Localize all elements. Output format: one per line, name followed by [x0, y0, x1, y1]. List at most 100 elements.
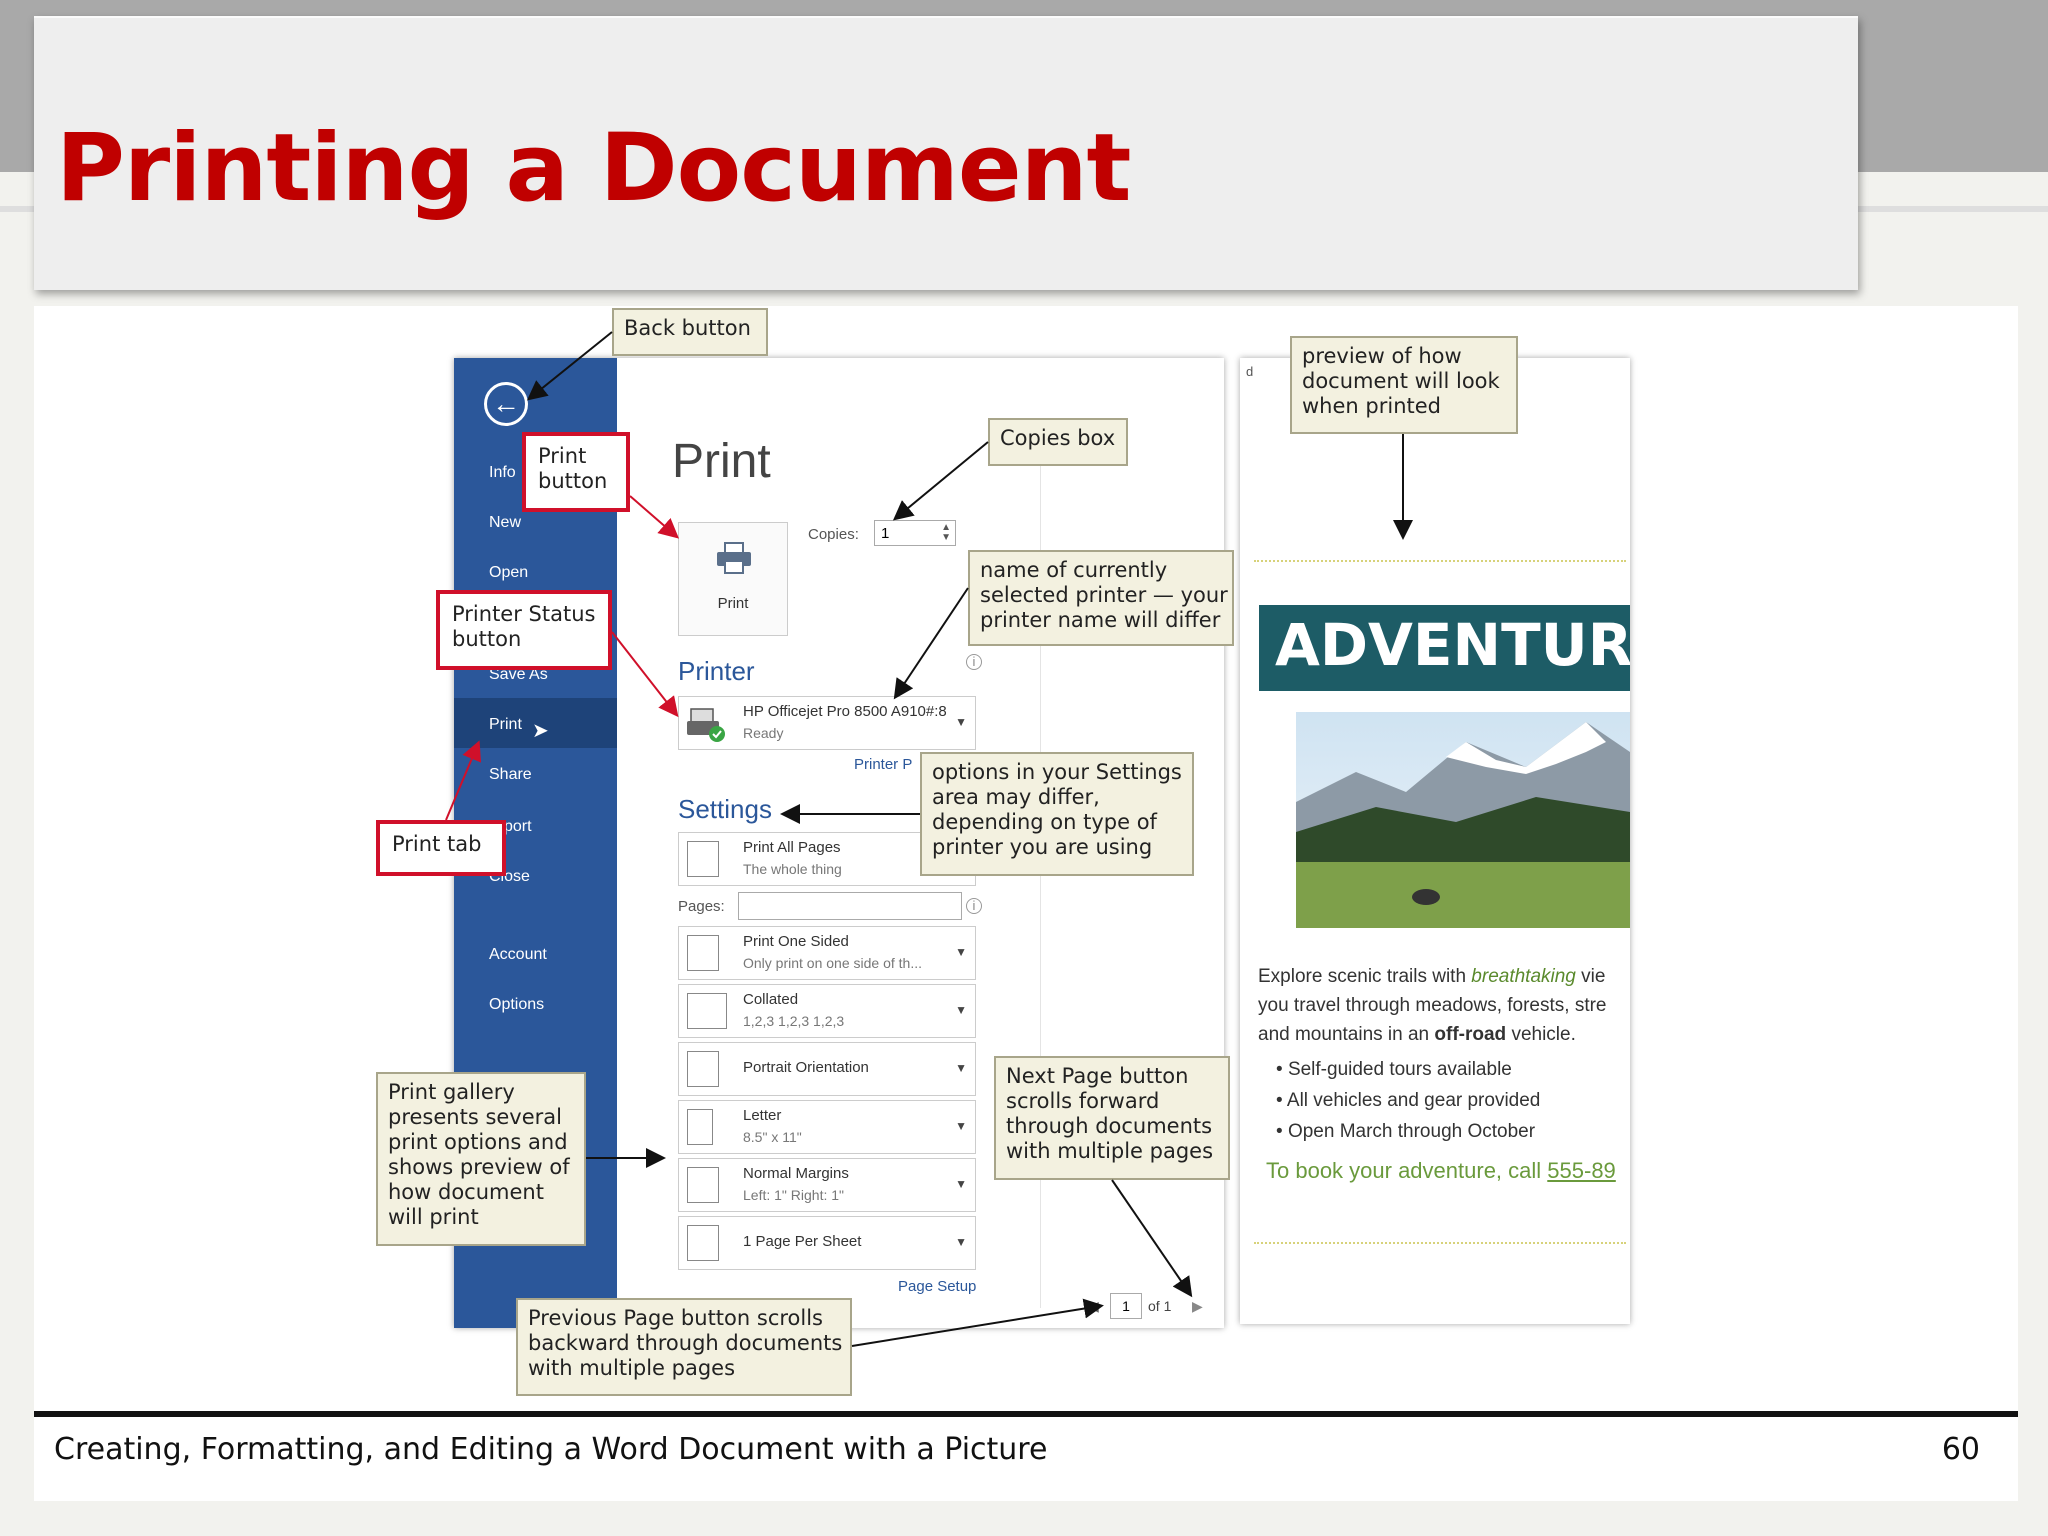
printer-select[interactable]: HP Officejet Pro 8500 A910#:8 Ready ▼ [678, 696, 976, 750]
preview-description: Explore scenic trails with breathtaking … [1258, 962, 1630, 1049]
chevron-down-icon: ▼ [955, 945, 967, 959]
printer-info-icon[interactable]: i [966, 654, 982, 670]
nav-item-share[interactable]: Share [489, 766, 532, 783]
setting-line1: Letter [743, 1107, 782, 1124]
slide-number: 60 [1941, 1432, 1980, 1467]
paper-icon [687, 1109, 713, 1145]
footer-text: Creating, Formatting, and Editing a Word… [54, 1432, 1048, 1467]
nav-print-highlight [454, 698, 617, 748]
bullet-item: • All vehicles and gear provided [1276, 1090, 1541, 1111]
desc-text: Explore scenic trails with [1258, 966, 1472, 987]
setting-line2: 1,2,3 1,2,3 1,2,3 [743, 1013, 845, 1029]
chevron-down-icon: ▼ [955, 1235, 967, 1249]
setting-line2: 8.5" x 11" [743, 1129, 802, 1145]
callout-print-tab: Print tab [376, 820, 506, 876]
nav-item-print[interactable]: Print [489, 716, 522, 733]
callout-back-button: Back button [612, 308, 768, 356]
callout-copies-box: Copies box [988, 418, 1128, 466]
one-sided-icon [687, 935, 719, 971]
pages-per-sheet-select[interactable]: 1 Page Per Sheet ▼ [678, 1216, 976, 1270]
desc-text: you travel through meadows, forests, str… [1258, 995, 1607, 1016]
pages-input[interactable] [738, 892, 962, 920]
copies-label: Copies: [808, 526, 859, 543]
setting-line1: Portrait Orientation [743, 1059, 869, 1076]
setting-line1: 1 Page Per Sheet [743, 1233, 862, 1250]
back-arrow-icon[interactable]: ← [484, 382, 528, 426]
nav-item-export[interactable]: port [504, 818, 532, 835]
printer-name: HP Officejet Pro 8500 A910#:8 [743, 703, 947, 720]
mouse-cursor-icon: ➤ [532, 720, 549, 742]
pages-per-sheet-icon [687, 1225, 719, 1261]
page-count: of 1 [1148, 1298, 1172, 1314]
pages-label: Pages: [678, 898, 725, 915]
printer-properties-link[interactable]: Printer P [854, 756, 913, 773]
copies-value: 1 [881, 525, 890, 542]
printer-status-icon[interactable] [685, 705, 727, 743]
cta-phone: 555-89 [1547, 1158, 1616, 1183]
footer [34, 1417, 2018, 1501]
bullet-item: • Self-guided tours available [1276, 1059, 1512, 1080]
desc-emphasis: breathtaking [1471, 966, 1576, 987]
title-panel: Printing a Document [34, 16, 1858, 290]
desc-text: vehicle. [1506, 1024, 1576, 1045]
dotted-rule [1254, 1242, 1626, 1244]
current-page-input[interactable]: 1 [1110, 1293, 1142, 1319]
pages-icon [687, 841, 719, 877]
setting-line2: Only print on one side of th... [743, 955, 922, 971]
nav-item-save-as[interactable]: Save As [489, 666, 548, 683]
desc-text: and mountains in an [1258, 1024, 1435, 1045]
nav-item-options[interactable]: Options [489, 996, 545, 1013]
chevron-down-icon: ▼ [955, 1177, 967, 1191]
setting-line2: Left: 1" Right: 1" [743, 1187, 844, 1203]
previous-page-icon[interactable]: ◀ [1088, 1298, 1099, 1314]
nav-item-open[interactable]: Open [489, 564, 529, 581]
chevron-down-icon: ▼ [955, 1119, 967, 1133]
margins-select[interactable]: Normal Margins Left: 1" Right: 1" ▼ [678, 1158, 976, 1212]
pages-info-icon[interactable]: i [966, 898, 982, 914]
nav-item-account[interactable]: Account [489, 946, 547, 963]
copies-input[interactable]: 1 ▲▼ [874, 520, 956, 546]
printer-icon [717, 542, 751, 574]
paper-size-select[interactable]: Letter 8.5" x 11" ▼ [678, 1100, 976, 1154]
desc-text: vie [1575, 966, 1606, 987]
setting-line1: Print One Sided [743, 933, 849, 950]
next-page-icon[interactable]: ▶ [1192, 1298, 1203, 1314]
footer-rule [34, 1411, 2018, 1417]
cta-text: To book your adventure, call [1266, 1158, 1548, 1183]
desc-bold: off-road [1434, 1024, 1507, 1045]
setting-line1: Normal Margins [743, 1165, 849, 1182]
spinner-arrows-icon[interactable]: ▲▼ [941, 522, 951, 543]
chevron-down-icon: ▼ [955, 715, 967, 729]
orientation-select[interactable]: Portrait Orientation ▼ [678, 1042, 976, 1096]
sides-select[interactable]: Print One Sided Only print on one side o… [678, 926, 976, 980]
collated-icon [687, 993, 727, 1029]
preview-corner-letter: d [1246, 364, 1254, 379]
nav-item-new[interactable]: New [489, 514, 522, 531]
slide-title: Printing a Document [56, 114, 1131, 223]
settings-heading: Settings [678, 794, 772, 824]
page-setup-link[interactable]: Page Setup [898, 1278, 977, 1295]
collation-select[interactable]: Collated 1,2,3 1,2,3 1,2,3 ▼ [678, 984, 976, 1038]
nav-item-info[interactable]: Info [489, 464, 516, 481]
setting-line1: Collated [743, 991, 799, 1008]
printer-heading: Printer [678, 656, 755, 686]
printer-status: Ready [743, 725, 784, 741]
print-heading: Print [672, 435, 771, 488]
chevron-down-icon: ▼ [955, 1003, 967, 1017]
preview-call-to-action: To book your adventure, call 555-89 [1266, 1158, 1616, 1184]
setting-line1: Print All Pages [743, 839, 841, 856]
bullet-item: • Open March through October [1276, 1121, 1536, 1142]
print-button[interactable]: Print [678, 522, 788, 636]
margins-icon [687, 1167, 719, 1203]
print-button-label: Print [717, 595, 749, 612]
